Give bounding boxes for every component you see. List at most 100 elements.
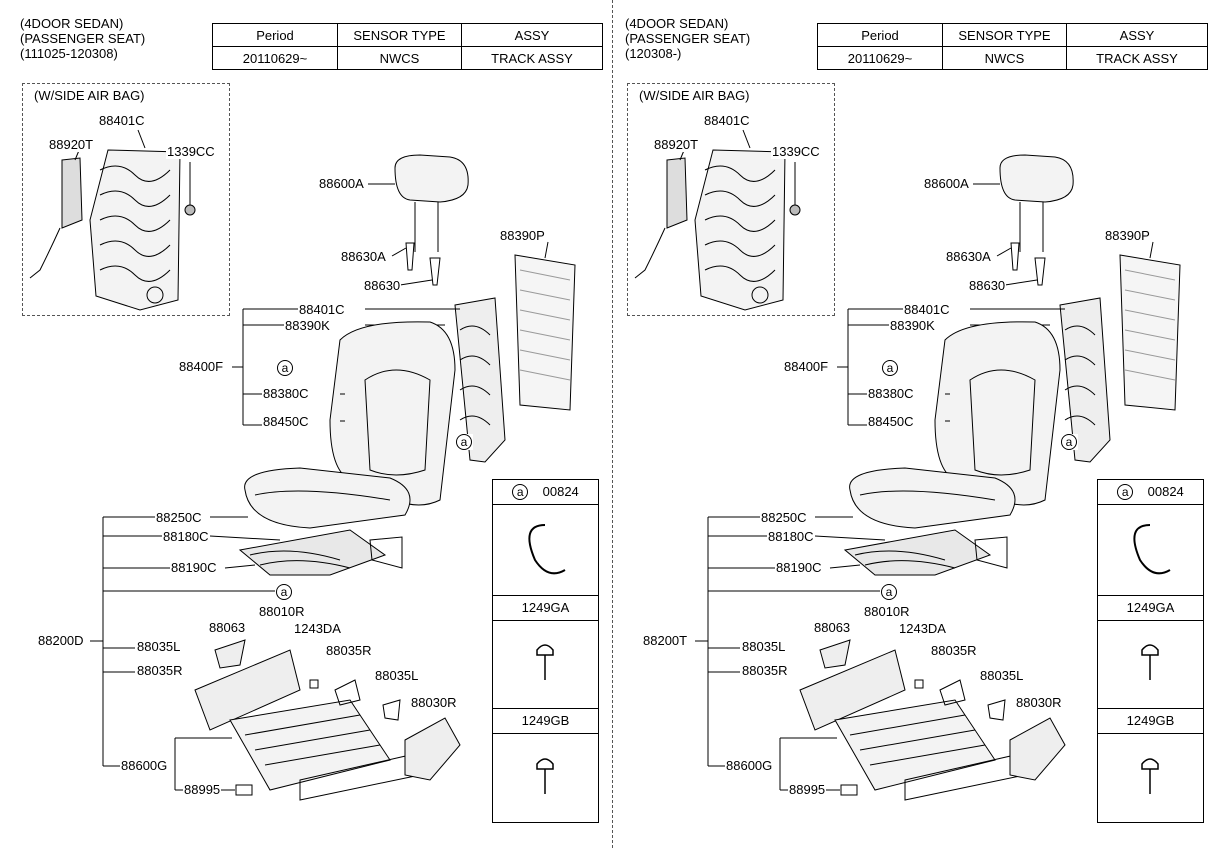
label-88035L-left: 88035L — [741, 639, 787, 654]
label-1339CC: 1339CC — [166, 144, 216, 159]
callout-a-3: a — [880, 584, 898, 600]
label-88180C: 88180C — [162, 529, 210, 544]
label-88400F: 88400F — [783, 359, 830, 374]
label-88401C: 88401C — [298, 302, 346, 317]
legend-a-code: 00824 — [542, 484, 579, 499]
label-88250C: 88250C — [155, 510, 203, 525]
spec-cell-assy: TRACK ASSY — [1066, 46, 1208, 70]
legend-header-2: 1249GA — [1098, 595, 1203, 621]
seatback-cushion-drawing — [934, 321, 1061, 506]
seatback-frame-drawing — [365, 241, 576, 463]
airbag-frame-drawing — [29, 129, 196, 311]
seat-exploded-drawing — [634, 129, 1181, 801]
label-88390P: 88390P — [1104, 228, 1151, 243]
label-88400F: 88400F — [178, 359, 225, 374]
spec-table-header-row: Period SENSOR TYPE ASSY — [817, 23, 1208, 47]
label-88600A: 88600A — [923, 176, 970, 191]
spec-table-header-row: Period SENSOR TYPE ASSY — [212, 23, 603, 47]
group-brackets — [90, 308, 300, 767]
label-88390P: 88390P — [499, 228, 546, 243]
spec-col-sensor-type: SENSOR TYPE — [337, 23, 462, 47]
legend-a-mark: a — [1117, 484, 1134, 500]
header-line-3: (111025-120308) — [20, 46, 118, 61]
panel-header: (4DOOR SEDAN) (PASSENGER SEAT) (111025-1… — [20, 16, 145, 61]
spec-table: Period SENSOR TYPE ASSY 20110629~ NWCS T… — [817, 23, 1208, 70]
legend-header-a: a 00824 — [1098, 480, 1203, 505]
label-88630A: 88630A — [340, 249, 387, 264]
side-airbag-title: (W/SIDE AIR BAG) — [34, 88, 145, 103]
panel-right: (4DOOR SEDAN) (PASSENGER SEAT) (120308-)… — [605, 0, 1210, 848]
label-88063: 88063 — [813, 620, 852, 635]
legend-header-3: 1249GB — [1098, 708, 1203, 734]
header-line-1: (4DOOR SEDAN) — [20, 16, 124, 31]
spec-cell-assy: TRACK ASSY — [461, 46, 603, 70]
spec-col-assy: ASSY — [1066, 23, 1208, 47]
header-line-2: (PASSENGER SEAT) — [20, 31, 146, 46]
label-88995: 88995 — [788, 782, 827, 797]
spec-col-period: Period — [817, 23, 943, 47]
callout-a-2: a — [1060, 434, 1078, 450]
label-88035L: 88035L — [374, 668, 420, 683]
label-88920T: 88920T — [48, 137, 95, 152]
label-88600G: 88600G — [120, 758, 169, 773]
label-88600A: 88600A — [318, 176, 365, 191]
label-88630A: 88630A — [945, 249, 992, 264]
header-line-2: (PASSENGER SEAT) — [625, 31, 751, 46]
headrest-drawing — [368, 154, 469, 286]
seat-track-drawing — [779, 639, 1066, 801]
callout-a-1: a — [276, 360, 294, 376]
spec-cell-sensor-type: NWCS — [337, 46, 462, 70]
label-88035R: 88035R — [930, 643, 978, 658]
panel-left: (4DOOR SEDAN) (PASSENGER SEAT) (111025-1… — [0, 0, 605, 848]
callout-a-2: a — [455, 434, 473, 450]
label-88035L-left: 88035L — [136, 639, 182, 654]
label-88390K: 88390K — [889, 318, 936, 333]
label-88630: 88630 — [968, 278, 1007, 293]
legend-part-icons — [528, 524, 566, 794]
label-1339CC: 1339CC — [771, 144, 821, 159]
callout-a-1: a — [881, 360, 899, 376]
label-88035L: 88035L — [979, 668, 1025, 683]
label-1243DA: 1243DA — [898, 621, 947, 636]
label-88380C: 88380C — [867, 386, 915, 401]
spec-cell-period: 20110629~ — [212, 46, 338, 70]
seatback-cushion-drawing — [329, 321, 456, 506]
label-88010R: 88010R — [863, 604, 911, 619]
label-88630: 88630 — [363, 278, 402, 293]
header-line-3: (120308-) — [625, 46, 682, 61]
label-88450C: 88450C — [867, 414, 915, 429]
panel-header: (4DOOR SEDAN) (PASSENGER SEAT) (120308-) — [625, 16, 750, 61]
label-88200-assy: 88200D — [37, 633, 85, 648]
legend-header-a: a 00824 — [493, 480, 598, 505]
label-88035R: 88035R — [325, 643, 373, 658]
legend-a-code: 00824 — [1147, 484, 1184, 499]
fastener-legend: a 00824 1249GA 1249GB — [492, 479, 599, 823]
spec-table: Period SENSOR TYPE ASSY 20110629~ NWCS T… — [212, 23, 603, 70]
label-88401C-airbag: 88401C — [98, 113, 146, 128]
side-airbag-title: (W/SIDE AIR BAG) — [639, 88, 750, 103]
spec-table-row: 20110629~ NWCS TRACK ASSY — [817, 46, 1208, 70]
label-88035R-left: 88035R — [741, 663, 789, 678]
panel-divider — [612, 0, 613, 848]
label-88401C: 88401C — [903, 302, 951, 317]
header-line-1: (4DOOR SEDAN) — [625, 16, 729, 31]
label-1243DA: 1243DA — [293, 621, 342, 636]
label-88995: 88995 — [183, 782, 222, 797]
seatback-frame-drawing — [970, 241, 1181, 463]
headrest-drawing — [973, 154, 1074, 286]
label-88200-assy: 88200T — [642, 633, 689, 648]
seat-exploded-drawing — [29, 129, 576, 801]
label-88600G: 88600G — [725, 758, 774, 773]
seat-cushion-drawing — [209, 467, 411, 576]
label-88450C: 88450C — [262, 414, 310, 429]
label-88180C: 88180C — [767, 529, 815, 544]
fastener-legend: a 00824 1249GA 1249GB — [1097, 479, 1204, 823]
legend-part-icons — [1133, 524, 1171, 794]
label-88030R: 88030R — [410, 695, 458, 710]
label-88250C: 88250C — [760, 510, 808, 525]
spec-table-row: 20110629~ NWCS TRACK ASSY — [212, 46, 603, 70]
side-airbag-box — [627, 83, 835, 316]
label-88401C-airbag: 88401C — [703, 113, 751, 128]
label-88010R: 88010R — [258, 604, 306, 619]
label-88190C: 88190C — [775, 560, 823, 575]
